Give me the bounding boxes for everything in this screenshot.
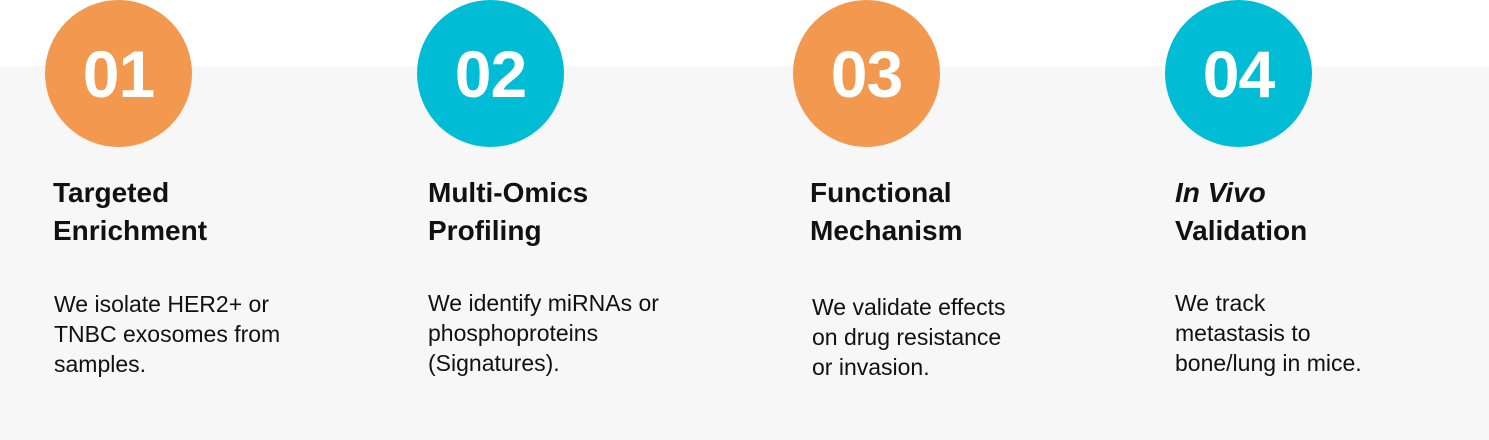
step-description-line: (Signatures). xyxy=(428,350,560,376)
step-description: We validate effects on drug resistance o… xyxy=(812,292,1005,382)
step-description-line: samples. xyxy=(54,351,147,377)
step-title-line: Enrichment xyxy=(53,215,208,246)
step-description-line: We identify miRNAs or xyxy=(428,290,659,316)
step-description-line: TNBC exosomes from xyxy=(54,321,281,347)
step-title-line: Targeted xyxy=(53,177,170,208)
step-number-badge: 03 xyxy=(793,0,940,147)
step-description: We track metastasis to bone/lung in mice… xyxy=(1175,288,1362,378)
step-title: Targeted Enrichment xyxy=(53,174,207,250)
step-description-line: phosphoproteins xyxy=(428,320,599,346)
step-title-line: In Vivo xyxy=(1175,177,1266,208)
step-description-line: We isolate HER2+ or xyxy=(54,291,269,317)
step-number-badge: 02 xyxy=(417,0,564,147)
step-title: Functional Mechanism xyxy=(810,174,963,250)
step-description-line: We track xyxy=(1175,290,1266,316)
step-title: In Vivo Validation xyxy=(1175,174,1307,250)
step-description-line: or invasion. xyxy=(812,354,930,380)
step-title-line: Functional xyxy=(810,177,952,208)
step-title-line: Mechanism xyxy=(810,215,963,246)
step-description: We isolate HER2+ or TNBC exosomes from s… xyxy=(54,289,280,379)
step-title-line: Profiling xyxy=(428,215,542,246)
step-title-line: Multi-Omics xyxy=(428,177,589,208)
step-number-badge: 04 xyxy=(1165,0,1312,147)
step-description-line: bone/lung in mice. xyxy=(1175,350,1362,376)
step-title-line: Validation xyxy=(1175,215,1308,246)
step-description-line: We validate effects xyxy=(812,294,1006,320)
step-description: We identify miRNAs or phosphoproteins (S… xyxy=(428,288,659,378)
step-title: Multi-Omics Profiling xyxy=(428,174,588,250)
step-description-line: on drug resistance xyxy=(812,324,1002,350)
step-description-line: metastasis to xyxy=(1175,320,1311,346)
step-number-badge: 01 xyxy=(45,0,192,147)
